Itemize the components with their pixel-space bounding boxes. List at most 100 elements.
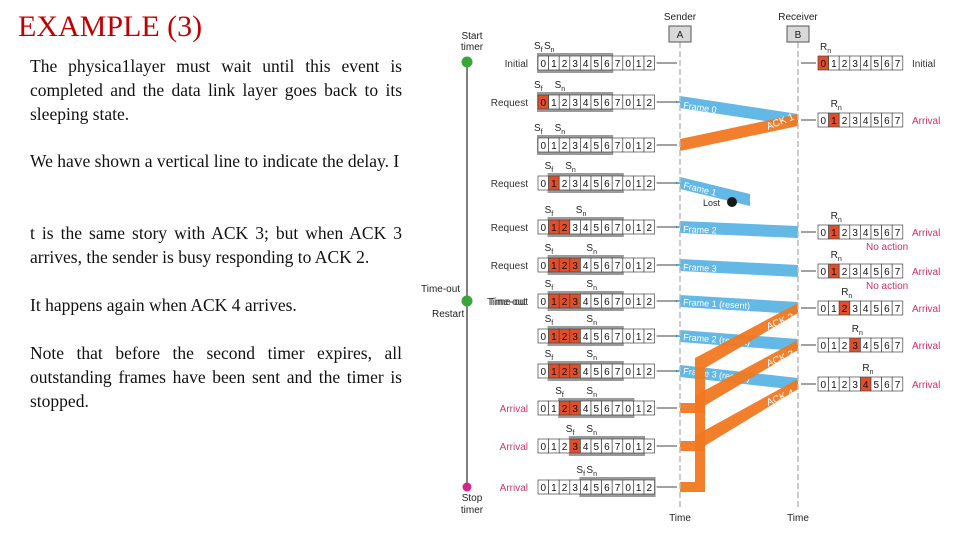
sender-seq-number: 0 [625, 332, 631, 343]
sender-seq-number: 2 [647, 98, 653, 109]
receiver-seq-number: 2 [842, 304, 848, 315]
sender-seq-number: 0 [625, 442, 631, 453]
sender-seq-number: 3 [572, 141, 578, 152]
sender-seq-number: 5 [594, 483, 600, 494]
sender-seq-number: 1 [636, 59, 642, 70]
frame-arrow [680, 295, 798, 314]
receiver-seq-number: 5 [874, 116, 880, 127]
receiver-seq-number: 2 [842, 341, 848, 352]
sender-seq-number: 0 [541, 442, 547, 453]
receiver-seq-number: 1 [831, 341, 837, 352]
sender-seq-number: 5 [594, 223, 600, 234]
receiver-seq-number: 5 [874, 267, 880, 278]
sn-pointer: Sn [576, 205, 587, 218]
receiver-seq-number: 4 [863, 380, 869, 391]
sender-seq-number: 1 [551, 367, 557, 378]
sender-seq-number: 7 [615, 59, 621, 70]
sender-seq-number: 5 [594, 141, 600, 152]
paragraph-ack4: It happens again when ACK 4 arrives. [30, 295, 297, 315]
sn-pointer: Sn [586, 386, 597, 399]
receiver-note-label: No action [866, 242, 908, 253]
sender-seq-number: 3 [572, 367, 578, 378]
sender-seq-number: 1 [551, 59, 557, 70]
sf-pointer: Sf [566, 424, 575, 437]
receiver-seq-number: 7 [895, 116, 901, 127]
sender-seq-number: 0 [625, 367, 631, 378]
sender-label: Sender [664, 12, 697, 23]
sender-seq-number: 6 [604, 179, 610, 190]
sender-seq-number: 1 [636, 442, 642, 453]
frame-label: Frame 3 [683, 262, 717, 274]
sf-pointer: Sf [534, 80, 543, 93]
sender-seq-number: 0 [541, 483, 547, 494]
sender-seq-number: 0 [625, 98, 631, 109]
receiver-seq-number: 2 [842, 59, 848, 70]
receiver-seq-number: 6 [884, 228, 890, 239]
sender-seq-number: 2 [562, 367, 568, 378]
rn-pointer: Rn [852, 324, 863, 337]
receiver-seq-cell [891, 224, 904, 240]
sender-seq-number: 2 [562, 98, 568, 109]
sf-pointer: Sf [545, 279, 554, 292]
receiver-seq-number: 2 [842, 380, 848, 391]
frame-arrow [680, 221, 798, 238]
sender-seq-number: 7 [615, 367, 621, 378]
receiver-seq-number: 3 [852, 341, 858, 352]
receiver-seq-number: 7 [895, 228, 901, 239]
receiver-seq-cell [891, 337, 904, 353]
sender-seq-number: 0 [541, 179, 547, 190]
lost-star-icon [727, 197, 737, 207]
receiver-seq-number: 1 [831, 228, 837, 239]
timer-start-icon [461, 56, 473, 68]
receiver-status-label: Arrival [912, 116, 940, 127]
sender-seq-number: 6 [604, 261, 610, 272]
sender-seq-number: 2 [562, 442, 568, 453]
sender-seq-number: 6 [604, 442, 610, 453]
sender-seq-number: 1 [551, 223, 557, 234]
timer-stop-icon [462, 482, 472, 492]
receiver-status-label: Initial [912, 59, 935, 70]
paragraph-vertical-line: We have shown a vertical line to indicat… [30, 151, 400, 171]
receiver-seq-number: 1 [831, 380, 837, 391]
rn-pointer: Rn [831, 211, 842, 224]
sender-seq-number: 0 [541, 59, 547, 70]
receiver-label: Receiver [778, 12, 818, 23]
sn-pointer: Sn [586, 314, 597, 327]
receiver-seq-cell [891, 300, 904, 316]
sender-seq-number: 6 [604, 297, 610, 308]
receiver-seq-number: 7 [895, 267, 901, 278]
sender-seq-number: 1 [636, 179, 642, 190]
sender-seq-number: 3 [572, 98, 578, 109]
sf-pointer: Sf [534, 41, 543, 54]
sender-seq-cell [643, 257, 655, 273]
timer-start-label: timer [461, 42, 484, 53]
sender-seq-number: 2 [647, 442, 653, 453]
sender-seq-number: 6 [604, 141, 610, 152]
sender-seq-number: 5 [594, 404, 600, 415]
sender-seq-number: 1 [551, 261, 557, 272]
sender-event-label: Request [491, 261, 528, 272]
sender-seq-number: 4 [583, 141, 589, 152]
receiver-seq-number: 7 [895, 380, 901, 391]
sender-event-label: Request [491, 223, 528, 234]
receiver-seq-number: 3 [852, 380, 858, 391]
sender-seq-cell [643, 137, 655, 153]
sender-seq-number: 1 [636, 98, 642, 109]
sender-seq-number: 6 [604, 98, 610, 109]
sender-event-label: Request [491, 179, 528, 190]
sender-seq-number: 4 [583, 332, 589, 343]
receiver-seq-number: 6 [884, 116, 890, 127]
sender-seq-number: 7 [615, 261, 621, 272]
sender-seq-number: 3 [572, 483, 578, 494]
receiver-box [786, 25, 810, 43]
sender-seq-number: 0 [625, 404, 631, 415]
sender-seq-number: 3 [572, 179, 578, 190]
